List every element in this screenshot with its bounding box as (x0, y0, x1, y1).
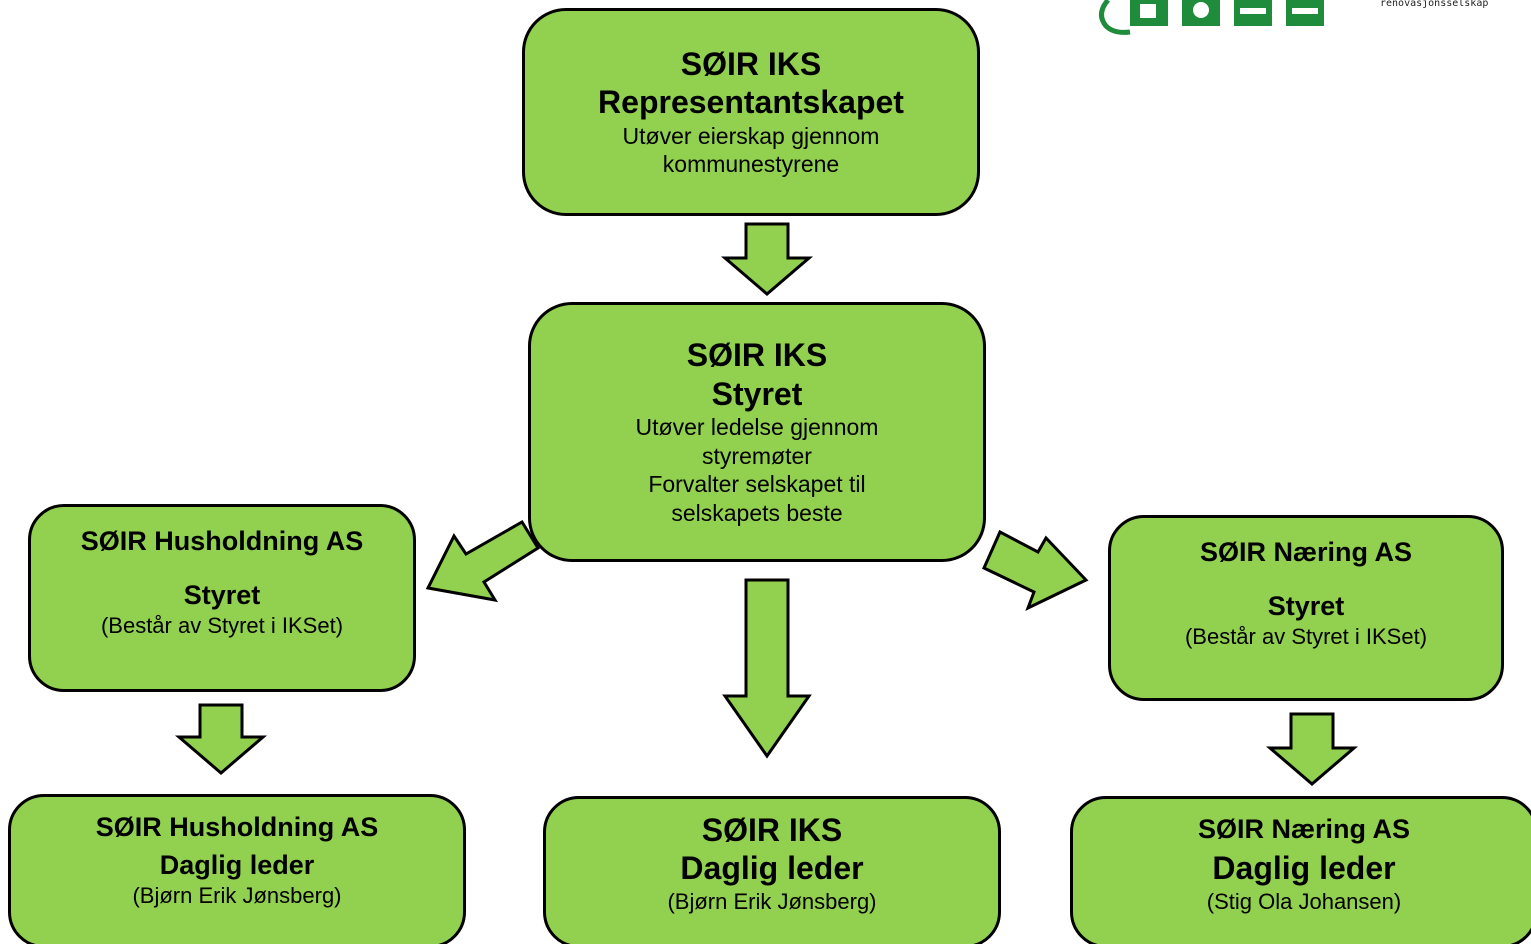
box-naering-daglig-leder: SØIR Næring AS Daglig leder (Stig Ola Jo… (1070, 796, 1531, 944)
box-subtitle: Styret (711, 375, 803, 412)
box-title: SØIR IKS (686, 337, 828, 374)
box-subtitle: Styret (183, 580, 261, 611)
box-title: SØIR Næring AS (1197, 814, 1411, 844)
box-iks-daglig-leder: SØIR IKS Daglig leder (Bjørn Erik Jønsbe… (543, 796, 1001, 944)
box-desc: selskapets beste (671, 500, 843, 527)
arrow-down-left-icon (425, 519, 541, 603)
soir-logo (1099, 0, 1324, 35)
box-title: SØIR IKS (680, 45, 822, 82)
logo-tagline: renovasjonsselskap (1380, 0, 1489, 9)
box-subtitle: Daglig leder (159, 850, 315, 881)
box-naering-styret: SØIR Næring AS Styret (Består av Styret … (1108, 515, 1504, 701)
box-title: SØIR Næring AS (1199, 537, 1413, 567)
box-desc: Utøver ledelse gjennom (635, 413, 879, 440)
arrow-down-icon (720, 222, 814, 296)
arrow-down-icon (722, 578, 812, 759)
arrow-down-icon (1265, 712, 1359, 786)
box-title: SØIR Husholdning AS (95, 812, 379, 842)
box-desc: (Bjørn Erik Jønsberg) (132, 882, 342, 908)
arrow-down-icon (174, 703, 268, 775)
box-desc: (Bjørn Erik Jønsberg) (667, 888, 877, 914)
arrow-down-right-icon (982, 529, 1089, 611)
box-title: SØIR IKS (701, 812, 843, 848)
box-title: SØIR Husholdning AS (80, 526, 364, 556)
box-desc: styremøter (702, 442, 812, 469)
box-subtitle: Daglig leder (1212, 850, 1396, 887)
box-desc: (Stig Ola Johansen) (1206, 888, 1402, 914)
box-desc: Forvalter selskapet til (648, 471, 866, 498)
box-husholdning-styret: SØIR Husholdning AS Styret (Består av St… (28, 504, 416, 692)
box-desc: kommunestyrene (662, 151, 840, 178)
box-subtitle: Styret (1267, 591, 1345, 622)
box-subtitle: Representantskapet (598, 84, 904, 121)
box-husholdning-daglig-leder: SØIR Husholdning AS Daglig leder (Bjørn … (8, 794, 466, 944)
box-iks-styret: SØIR IKS Styret Utøver ledelse gjennom s… (528, 302, 986, 562)
box-representantskapet: SØIR IKS Representantskapet Utøver eiers… (522, 8, 980, 216)
box-desc: (Består av Styret i IKSet) (1184, 623, 1428, 649)
box-desc: (Består av Styret i IKSet) (100, 612, 344, 638)
box-subtitle: Daglig leder (680, 850, 864, 887)
box-desc: Utøver eierskap gjennom (622, 122, 880, 149)
